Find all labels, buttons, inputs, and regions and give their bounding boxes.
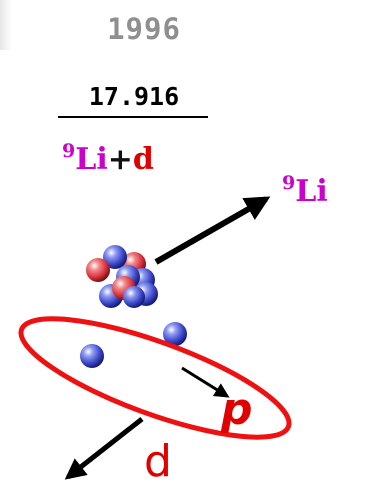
deuteron-arrow — [68, 419, 142, 477]
deuteron-nucleon-lower — [80, 344, 104, 368]
li-recoil-mass-number: 9 — [282, 172, 295, 194]
nucleon-ball — [86, 258, 110, 282]
li-recoil-symbol: Li — [295, 174, 328, 209]
li-recoil-label: 9Li — [282, 172, 328, 209]
li-recoil-arrow — [156, 199, 266, 262]
li9-nucleus — [86, 245, 158, 308]
deuteron-label: d — [144, 436, 172, 487]
nucleon-ball — [123, 286, 145, 308]
proton-label: p — [221, 384, 253, 435]
